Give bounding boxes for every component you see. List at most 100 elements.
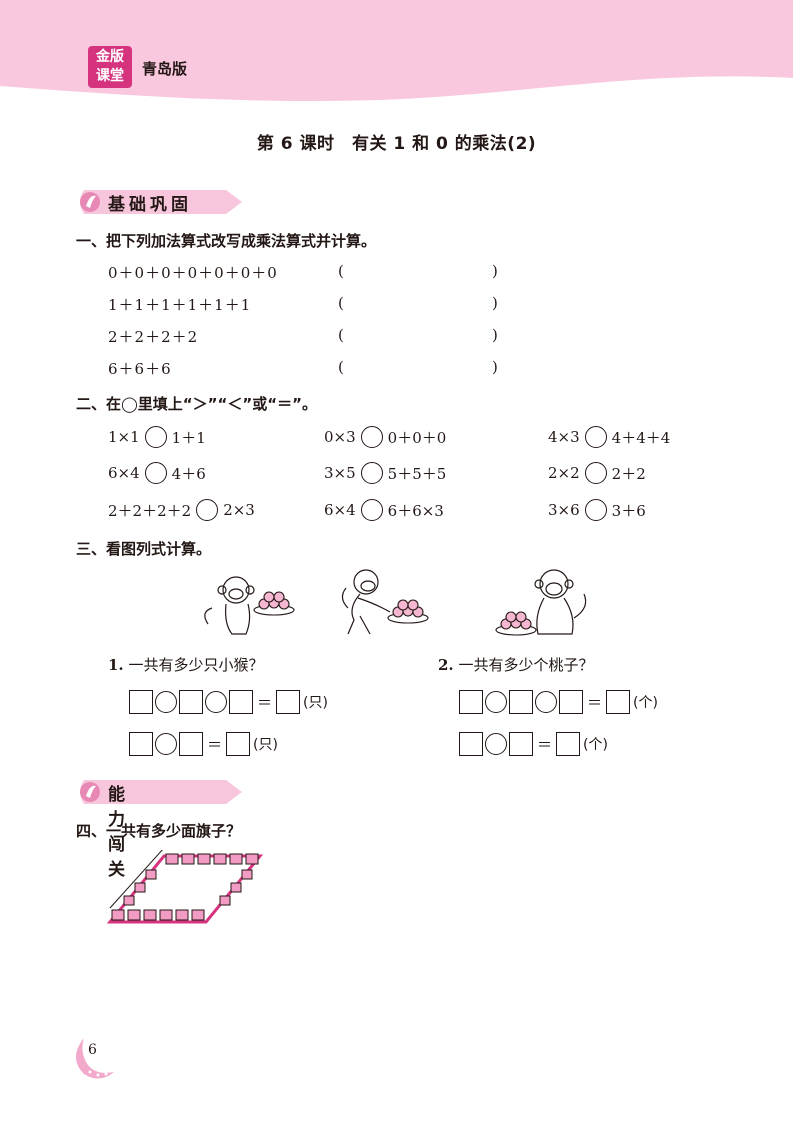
comparison-item: 2×2 2＋2 [548,462,646,484]
comparison-right: 0＋0＋0 [387,428,447,447]
unit-label: (只) [303,695,328,711]
comparison-item: 3×5 5＋5＋5 [324,462,446,484]
comparison-item: 4×3 4＋4＋4 [548,426,670,448]
answer-circle[interactable] [584,499,607,521]
operator-circle[interactable] [535,691,557,713]
operator-circle[interactable] [155,691,177,713]
answer-circle[interactable] [360,462,383,484]
q1-expression: 6＋6＋6 [108,360,172,378]
monkey-1 [204,576,255,635]
q1-answer-close: ) [492,294,498,312]
comparison-item: 3×6 3＋6 [548,499,646,521]
sub-number: 1. [108,656,124,674]
comparison-item: 1×1 1＋1 [108,426,206,448]
answer-circle[interactable] [144,426,167,448]
header-band [0,0,793,101]
comparison-right: 1＋1 [171,428,206,447]
comparison-right: 5＋5＋5 [387,464,447,483]
comparison-item: 0×3 0＋0＋0 [324,426,446,448]
comparison-right: 2＋2 [611,464,646,483]
section-banner-basic: 基础巩固 [76,188,246,216]
sub-text: 一共有多少只小猴？ [128,656,264,674]
comparison-right: 2×3 [223,501,255,519]
equation-row: ＝ (个) [458,690,658,714]
answer-box[interactable] [559,690,583,714]
answer-circle[interactable] [360,426,383,448]
answer-circle[interactable] [196,499,219,521]
monkey-3 [534,569,587,635]
unit-label: (只) [253,737,278,753]
monkeys-illustration [204,569,587,636]
comparison-left: 3×5 [324,464,356,482]
q1-answer-close: ) [492,358,498,376]
comparison-left: 1×1 [108,428,140,446]
comparison-item: 6×4 4＋6 [108,462,206,484]
unit-label: (个) [633,695,658,711]
unit-label: (个) [583,737,608,753]
question-4-title: 四、一共有多少面旗子？ [76,822,242,840]
operator-circle[interactable] [485,733,507,755]
lesson-title: 第 6 课时 有关 1 和 0 的乘法(2) [256,134,537,154]
equals-sign: ＝ [257,693,273,712]
answer-box[interactable] [509,690,533,714]
q1-answer-open: ( [338,294,344,312]
q1-expression: 0＋0＋0＋0＋0＋0＋0 [108,264,278,282]
answer-circle[interactable] [584,462,607,484]
answer-circle[interactable] [144,462,167,484]
comparison-left: 4×3 [548,428,580,446]
edition-label: 青岛版 [142,60,188,78]
answer-circle[interactable] [360,499,383,521]
comparison-right: 6＋6×3 [387,501,444,520]
equals-sign: ＝ [587,693,603,712]
q1-expression: 1＋1＋1＋1＋1＋1 [108,296,252,314]
operator-circle[interactable] [205,691,227,713]
comparison-right: 4＋6 [171,464,206,483]
equation-row: ＝ (只) [128,690,328,714]
answer-box[interactable] [179,690,203,714]
comparison-right: 4＋4＋4 [611,428,671,447]
comparison-left: 3×6 [548,501,580,519]
q1-answer-close: ) [492,326,498,344]
comparison-right: 3＋6 [611,501,646,520]
answer-box[interactable] [556,732,581,756]
equation-row: ＝(只) [128,732,278,756]
answer-box[interactable] [509,732,533,756]
q1-answer-open: ( [338,262,344,280]
answer-box[interactable] [229,690,253,714]
peach-plate-1 [253,591,295,616]
comparison-left: 0×3 [324,428,356,446]
equals-sign: ＝ [537,735,553,754]
answer-box[interactable] [129,690,153,714]
answer-box[interactable] [276,690,301,714]
question-3-title: 三、看图列式计算。 [76,540,212,558]
monkey-2 [341,569,391,635]
flags-illustration [106,850,264,924]
peach-plate-3 [495,611,537,636]
answer-box[interactable] [129,732,153,756]
equation-row: ＝ (个) [458,732,608,756]
comparison-left: 6×4 [108,464,140,482]
answer-circle[interactable] [584,426,607,448]
section-title: 能力闯关 [108,785,129,880]
answer-box[interactable] [459,690,483,714]
moon-decoration [76,1038,114,1079]
operator-circle[interactable] [485,691,507,713]
comparison-left: 2×2 [548,464,580,482]
answer-box[interactable] [459,732,483,756]
answer-box[interactable] [226,732,251,756]
answer-box[interactable] [606,690,631,714]
q1-answer-open: ( [338,358,344,376]
answer-box[interactable] [179,732,203,756]
q1-answer-close: ) [492,262,498,280]
comparison-left: 6×4 [324,501,356,519]
question-1-title: 一、把下列加法算式改写成乘法算式并计算。 [76,232,377,250]
q1-answer-open: ( [338,326,344,344]
page-number: 6 [88,1042,97,1058]
logo-line-1: 金版 [96,49,124,65]
section-title: 基础巩固 [108,195,192,215]
publisher-logo: 金版 课堂 [88,46,132,88]
q3-sub-2: 2. 一共有多少个桃子？ [438,654,593,675]
peach-plate-2 [387,599,429,624]
operator-circle[interactable] [155,733,177,755]
